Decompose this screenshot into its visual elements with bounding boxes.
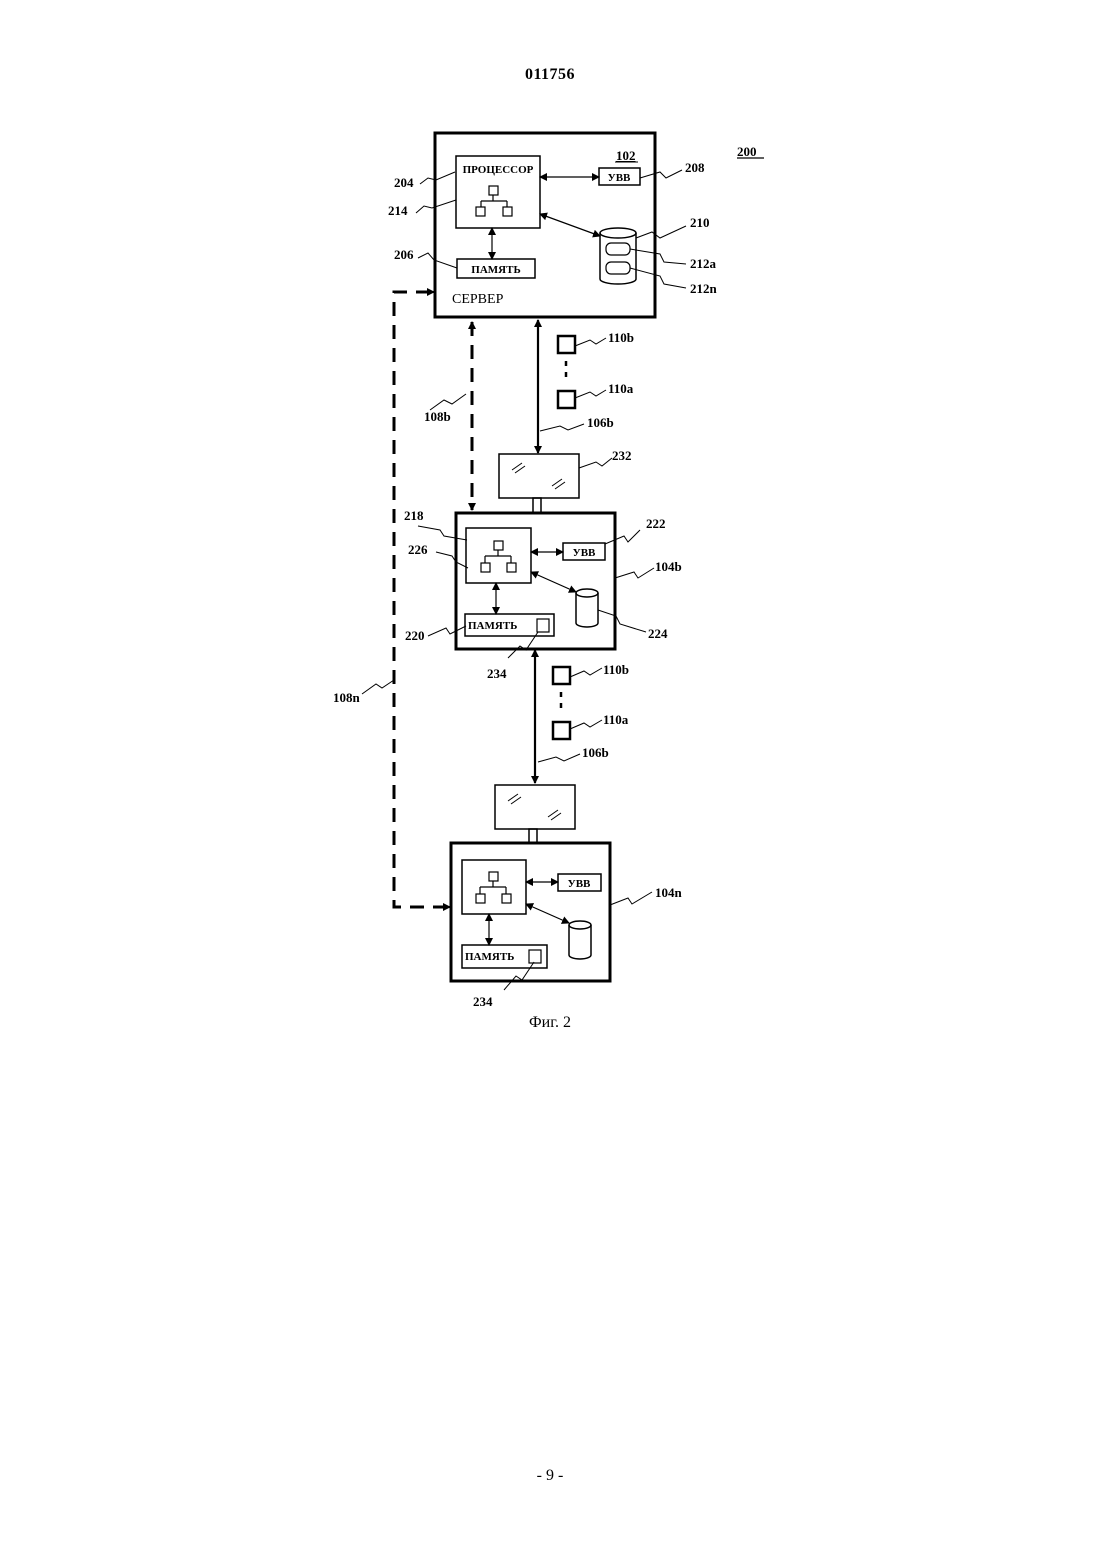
ref-208: 208 [685,160,705,175]
client-104n-io-box: УВВ [558,874,601,891]
memory-label: ПАМЯТЬ [471,264,520,276]
server-label: СЕРВЕР [452,292,504,307]
client-104n-memory-box: ПАМЯТЬ [462,945,547,968]
ref-206: 206 [394,247,414,262]
server-block: ПРОЦЕССОР ПАМЯТЬ УВВ 102 [435,133,655,317]
memory-label: ПАМЯТЬ [465,951,514,963]
ref-212n: 212n [690,281,718,296]
hierarchy-icon [481,541,516,572]
ref-222: 222 [646,516,666,531]
ref-108n: 108n [333,690,361,705]
display-232 [499,454,579,513]
ref-226: 226 [408,542,428,557]
ref-104n: 104n [655,885,683,900]
client-104b-memory-box: ПАМЯТЬ [465,614,554,636]
figure-caption: Фиг. 2 [0,1014,1100,1032]
io-label: УВВ [568,878,591,890]
client-104n-database-icon [569,921,591,959]
client-104n-block: УВВ ПАМЯТЬ [451,843,610,981]
hierarchy-icon [476,186,512,216]
ref-234-upper: 234 [487,666,507,681]
ref-102: 102 [616,148,636,163]
ref-210: 210 [690,215,710,230]
server-processor-box: ПРОЦЕССОР [456,156,540,228]
client-104b-database-icon [576,589,598,627]
ref-220: 220 [405,628,425,643]
ref-106b-upper: 106b [587,415,614,430]
ref-104b: 104b [655,559,682,574]
processor-label: ПРОЦЕССОР [463,164,534,176]
server-io-box: УВВ [599,168,640,185]
figure-ref-200: 200 [737,144,757,159]
ref-108b: 108b [424,409,451,424]
server-database-icon [600,228,636,284]
ref-110b-lower: 110b [603,662,629,677]
ref-234-lower: 234 [473,994,493,1009]
hierarchy-icon [476,872,511,903]
ref-218: 218 [404,508,424,523]
ref-106b-lower: 106b [582,745,609,760]
memory-label: ПАМЯТЬ [468,620,517,632]
client-104b-reference-lines [418,526,654,658]
ref-224: 224 [648,626,668,641]
client-104b-io-box: УВВ [563,543,605,560]
ref-204: 204 [394,175,414,190]
link-108n [394,292,448,907]
server-memory-box: ПАМЯТЬ [457,259,535,278]
ref-110a-upper: 110a [608,381,634,396]
display-lower [495,785,575,843]
page-number: - 9 - [0,1467,1100,1485]
client-104n-processor-box [462,860,526,914]
io-label: УВВ [608,172,631,184]
io-label: УВВ [573,547,596,559]
client-104b-processor-box [466,528,531,583]
ref-110a-lower: 110a [603,712,629,727]
client-104b-block: УВВ ПАМЯТЬ [456,513,615,649]
ref-110b-upper: 110b [608,330,634,345]
ref-212a: 212a [690,256,717,271]
ref-214: 214 [388,203,408,218]
ref-232: 232 [612,448,632,463]
